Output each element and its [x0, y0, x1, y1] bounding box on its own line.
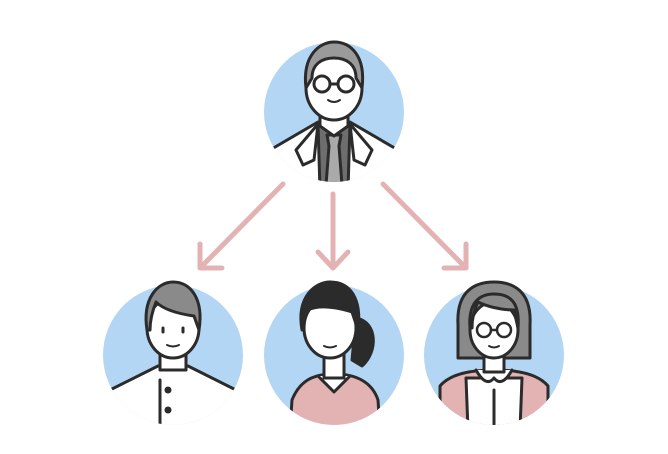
arrow-center: [315, 191, 351, 271]
boy-student-avatar-icon: [103, 280, 243, 425]
woman-ponytail-avatar-icon: [264, 280, 404, 425]
arrow-right: [380, 181, 469, 271]
elderly-man-avatar-icon: [264, 40, 404, 182]
arrow-left: [197, 181, 286, 271]
girl-glasses-avatar-icon: [424, 280, 564, 425]
